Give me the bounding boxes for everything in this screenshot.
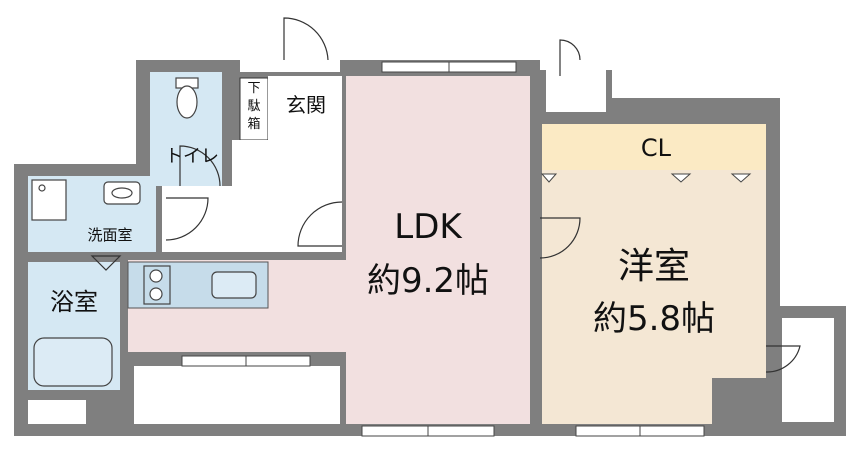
balcony-door: [765, 345, 801, 373]
hallway-floor-2: [232, 140, 342, 190]
toilet-bowl: [176, 85, 198, 119]
lower-room-floor: [134, 366, 340, 424]
closet-markers: [540, 173, 752, 183]
bath-door: [90, 255, 122, 271]
entrance-label: 玄関: [286, 93, 326, 117]
basin-bowl: [111, 187, 133, 199]
ldk-door: [297, 201, 343, 247]
shoe-box-area: [239, 77, 269, 141]
western-size-label: 約5.8帖: [593, 299, 715, 339]
ldk-size-label: 約9.2帖: [367, 261, 489, 301]
alcove-floor: [546, 60, 606, 112]
doors: [90, 17, 801, 373]
closet-floor: [542, 124, 766, 170]
kitchen-sink: [211, 271, 257, 299]
stove: [143, 265, 171, 305]
shoe-box-label-3: 箱: [247, 116, 260, 132]
entrance-floor: [268, 76, 342, 140]
bathtub: [33, 337, 113, 387]
western-floor: [542, 170, 766, 424]
alcove-door: [559, 39, 581, 76]
stove-burner-2: [149, 287, 163, 301]
ldk-floor: [128, 76, 530, 424]
window-ticks: [245, 62, 641, 436]
toilet-label: トイレ: [165, 146, 219, 167]
western-label: 洋室: [618, 246, 690, 287]
bath-label: 浴室: [50, 288, 98, 316]
shoe-box-label-2: 駄: [247, 99, 260, 114]
washing-machine: [31, 179, 67, 221]
hallway-floor: [162, 186, 342, 252]
balcony-floor: [782, 318, 834, 422]
toilet-door: [179, 145, 221, 187]
washroom-label: 洗面室: [87, 226, 132, 244]
closet-label: CL: [641, 134, 672, 162]
storage-box: [28, 400, 86, 424]
washroom-door: [165, 197, 209, 241]
fixtures: [31, 77, 257, 387]
shoe-box-label-1: 下: [247, 81, 260, 96]
stove-burner-1: [149, 269, 163, 283]
western-door: [539, 217, 581, 259]
ldk-label: LDK: [394, 207, 463, 247]
entrance-door: [283, 17, 329, 61]
washer-dot: [38, 184, 46, 192]
